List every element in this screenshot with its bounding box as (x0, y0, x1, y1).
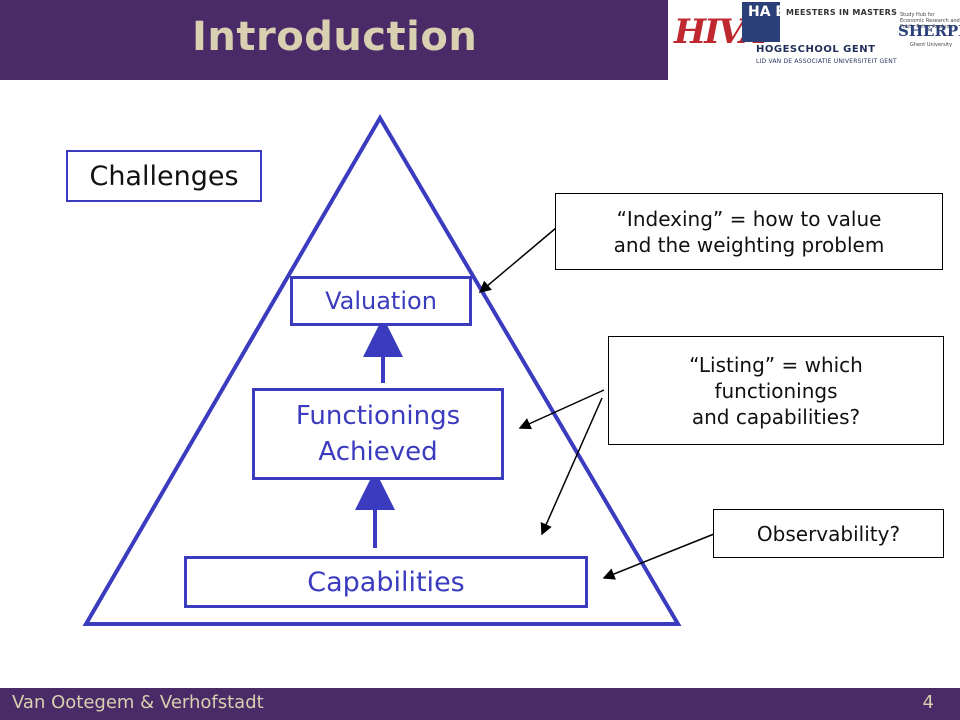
functionings-label-line1: Functionings (295, 401, 461, 431)
sherppa-subtitle: Ghent University (910, 42, 953, 48)
observability-note-label: Observability? (756, 521, 901, 546)
habe-logo: HA BE (748, 4, 796, 20)
sherppa-logo: SHERPPA (898, 22, 960, 40)
pointer-listing-functionings (518, 389, 605, 430)
listing-note-line3: and capabilities? (691, 404, 861, 429)
listing-note: “Listing” = which functionings and capab… (608, 336, 944, 445)
footer-authors: Van Ootegem & Verhofstadt (12, 692, 264, 713)
challenges-label: Challenges (66, 150, 262, 202)
listing-note-line2: functionings (714, 378, 838, 403)
capabilities-label: Capabilities (307, 566, 465, 598)
pointer-listing-capabilities (540, 397, 603, 536)
capabilities-box: Capabilities (184, 556, 588, 608)
functionings-box: Functionings Achieved (252, 388, 504, 480)
valuation-label: Valuation (325, 287, 437, 315)
logo-strip: HIVA HA BE MEESTERS IN MASTERS HOGESCHOO… (668, 0, 960, 80)
valuation-box: Valuation (290, 276, 472, 326)
indexing-note-line2: and the weighting problem (613, 232, 885, 257)
listing-note-line1: “Listing” = which (689, 352, 863, 377)
slide-title: Introduction (192, 14, 478, 60)
pointer-observability (602, 533, 715, 580)
pointer-indexing (478, 227, 557, 293)
habe-logo-box (742, 2, 780, 42)
indexing-note-line1: “Indexing” = how to value (616, 206, 882, 231)
functionings-label-line2: Achieved (318, 437, 438, 467)
indexing-note: “Indexing” = how to value and the weight… (555, 193, 943, 270)
page-number: 4 (922, 692, 934, 713)
hogeschool-subtitle: LID VAN DE ASSOCIATIE UNIVERSITEIT GENT (756, 58, 897, 65)
observability-note: Observability? (713, 509, 944, 558)
hogeschool-logo: HOGESCHOOL GENT (756, 44, 876, 55)
masters-logo-text: MEESTERS IN MASTERS (786, 8, 898, 17)
pyramid-triangle (82, 114, 682, 626)
title-bar: Introduction (0, 0, 668, 80)
sherppa-small-text: Study Hub for Economic Research and Publ… (900, 12, 960, 30)
footer-bar: Van Ootegem & Verhofstadt 4 (0, 688, 960, 720)
